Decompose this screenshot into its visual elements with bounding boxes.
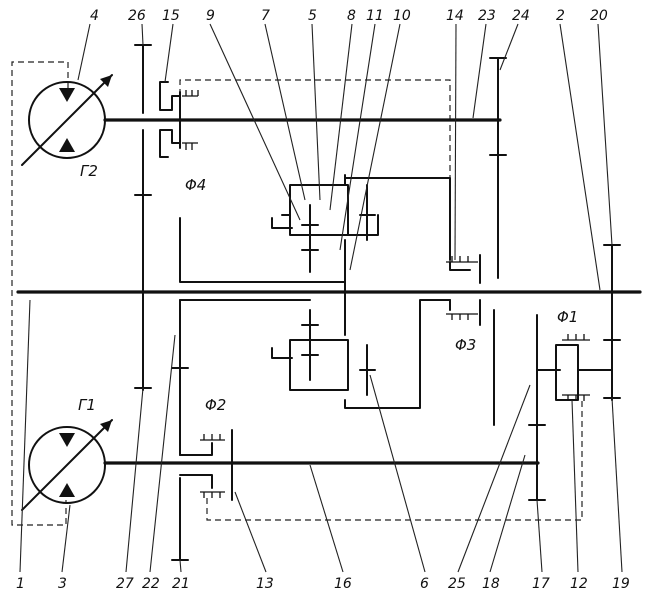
label-4: 4: [90, 8, 99, 24]
label-16: 16: [334, 576, 352, 592]
clutch-phi1: [556, 334, 612, 401]
g1-lower-triangle: [59, 483, 75, 497]
g2-lower-triangle: [59, 138, 75, 152]
control-line-bottom: [207, 400, 582, 520]
label-20: 20: [590, 8, 608, 24]
label-14: 14: [446, 8, 464, 24]
label-phi1: Φ1: [557, 308, 578, 326]
g2-upper-triangle: [59, 88, 75, 102]
label-phi2: Φ2: [205, 396, 226, 414]
label-21: 21: [172, 576, 190, 592]
label-18: 18: [482, 576, 500, 592]
gear-24: [490, 58, 506, 278]
label-phi4: Φ4: [185, 176, 206, 194]
clutch-phi2: [180, 430, 232, 500]
gear-18-17: [529, 315, 560, 500]
label-2: 2: [556, 8, 565, 24]
label-3: 3: [58, 576, 67, 592]
label-25: 25: [448, 576, 466, 592]
label-13: 13: [256, 576, 274, 592]
gear-20-19: [604, 245, 620, 400]
clutch-phi3: [446, 255, 480, 325]
label-6: 6: [420, 576, 429, 592]
label-5: 5: [308, 8, 317, 24]
control-line-top: [180, 80, 450, 258]
label-24: 24: [512, 8, 530, 24]
label-12: 12: [570, 576, 588, 592]
label-15: 15: [162, 8, 180, 24]
label-g1: Г1: [78, 396, 96, 414]
label-17: 17: [532, 576, 550, 592]
label-1: 1: [16, 576, 25, 592]
hydraulic-unit-g1: [22, 420, 112, 510]
gear-21: [172, 478, 188, 560]
hydraulic-unit-g2: [22, 75, 112, 165]
label-22: 22: [142, 576, 160, 592]
bottom-number-labels: 1 3 27 22 21 13 16 6 25 18 17 12 19: [16, 576, 630, 592]
label-phi3: Φ3: [455, 336, 476, 354]
label-23: 23: [478, 8, 496, 24]
gear-27: [135, 130, 151, 390]
label-26: 26: [128, 8, 146, 24]
gear-26: [135, 45, 151, 113]
planetary-set-upper: [272, 175, 450, 272]
label-9: 9: [206, 8, 215, 24]
label-8: 8: [347, 8, 356, 24]
label-11: 11: [366, 8, 384, 24]
label-g2: Г2: [80, 162, 98, 180]
label-7: 7: [261, 8, 270, 24]
top-number-labels: 4 26 15 9 7 5 8 11 10 14 23 24 2 20: [90, 8, 608, 24]
label-19: 19: [612, 576, 630, 592]
label-27: 27: [116, 576, 134, 592]
planetary-set-lower: [272, 300, 450, 408]
label-10: 10: [393, 8, 411, 24]
g1-upper-triangle: [59, 433, 75, 447]
